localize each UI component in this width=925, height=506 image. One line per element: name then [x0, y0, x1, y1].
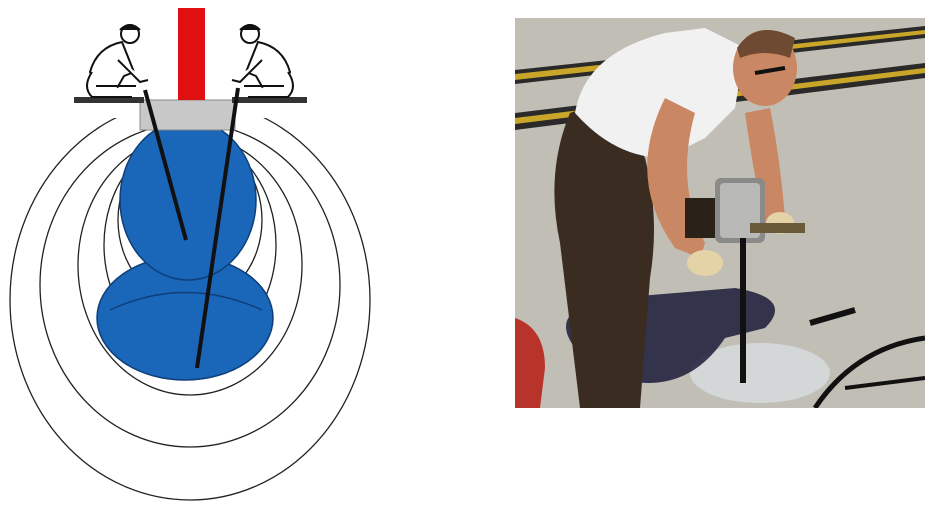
grout-bulb-upper — [120, 120, 256, 280]
pipe — [178, 8, 205, 100]
field-photo — [515, 18, 925, 408]
injection-diagram — [0, 0, 380, 506]
glove-left — [687, 250, 723, 276]
